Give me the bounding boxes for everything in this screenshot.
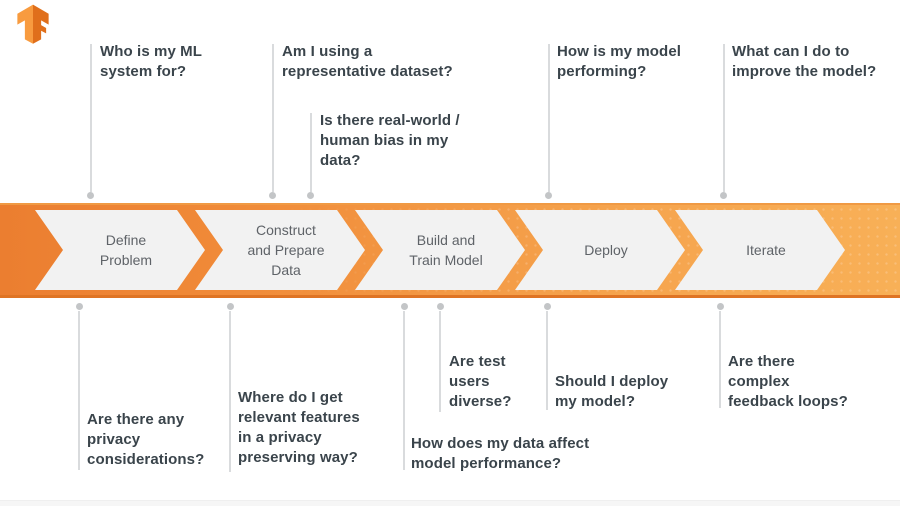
- question-bottom-privacy-considerations: Are there any privacy considerations?: [87, 411, 205, 468]
- stage-chevron-construct-and-prepare-data: Construct and Prepare Data: [195, 210, 365, 290]
- connector-dot: [269, 192, 276, 199]
- pipeline-band: Define Problem Construct and Prepare Dat…: [0, 203, 900, 298]
- stage-label: Define Problem: [99, 232, 153, 268]
- connector-line: [723, 44, 725, 192]
- connector-dot: [227, 303, 234, 310]
- connector-line: [548, 44, 550, 192]
- connector-dot: [720, 192, 727, 199]
- connector-line: [229, 311, 231, 472]
- connector-dot: [87, 192, 94, 199]
- question-bottom-test-users-diverse: Are test users diverse?: [449, 353, 512, 410]
- connector-dot: [717, 303, 724, 310]
- connector-dot: [437, 303, 444, 310]
- connector-line: [439, 311, 441, 412]
- connector-line: [310, 113, 312, 192]
- connector-line: [272, 44, 274, 192]
- question-bottom-should-i-deploy: Should I deploy my model?: [555, 373, 669, 410]
- question-bottom-privacy-preserving-features: Where do I get relevant features in a pr…: [238, 389, 360, 466]
- stage-chevron-iterate: Iterate: [675, 210, 845, 290]
- stage-chevron-build-and-train-model: Build and Train Model: [355, 210, 525, 290]
- stage-label: Construct and Prepare Data: [247, 222, 325, 278]
- question-top-representative-dataset: Am I using a representative dataset?: [282, 43, 453, 80]
- connector-dot: [544, 303, 551, 310]
- question-bottom-data-affect-performance: How does my data affect model performanc…: [411, 435, 590, 472]
- stage-chevron-define-problem: Define Problem: [35, 210, 205, 290]
- question-top-improve-model: What can I do to improve the model?: [732, 43, 877, 80]
- connector-dot: [76, 303, 83, 310]
- connector-dot: [545, 192, 552, 199]
- question-bottom-feedback-loops: Are there complex feedback loops?: [728, 353, 848, 410]
- question-top-who-is-my-ml-system-for: Who is my ML system for?: [100, 43, 203, 80]
- connector-line: [719, 311, 721, 408]
- tensorflow-logo-icon: [17, 4, 49, 44]
- question-top-model-performing: How is my model performing?: [557, 43, 682, 80]
- stage-label: Deploy: [584, 242, 628, 258]
- connector-line: [78, 311, 80, 470]
- connector-line: [546, 311, 548, 410]
- connector-line: [403, 311, 405, 470]
- connector-dot: [401, 303, 408, 310]
- stage-chevron-deploy: Deploy: [515, 210, 685, 290]
- stage-label: Build and Train Model: [409, 232, 483, 268]
- question-top-human-bias: Is there real-world / human bias in my d…: [320, 112, 460, 169]
- connector-line: [90, 44, 92, 192]
- bottom-edge-strip: [0, 500, 900, 506]
- stage-label: Iterate: [746, 242, 786, 258]
- connector-dot: [307, 192, 314, 199]
